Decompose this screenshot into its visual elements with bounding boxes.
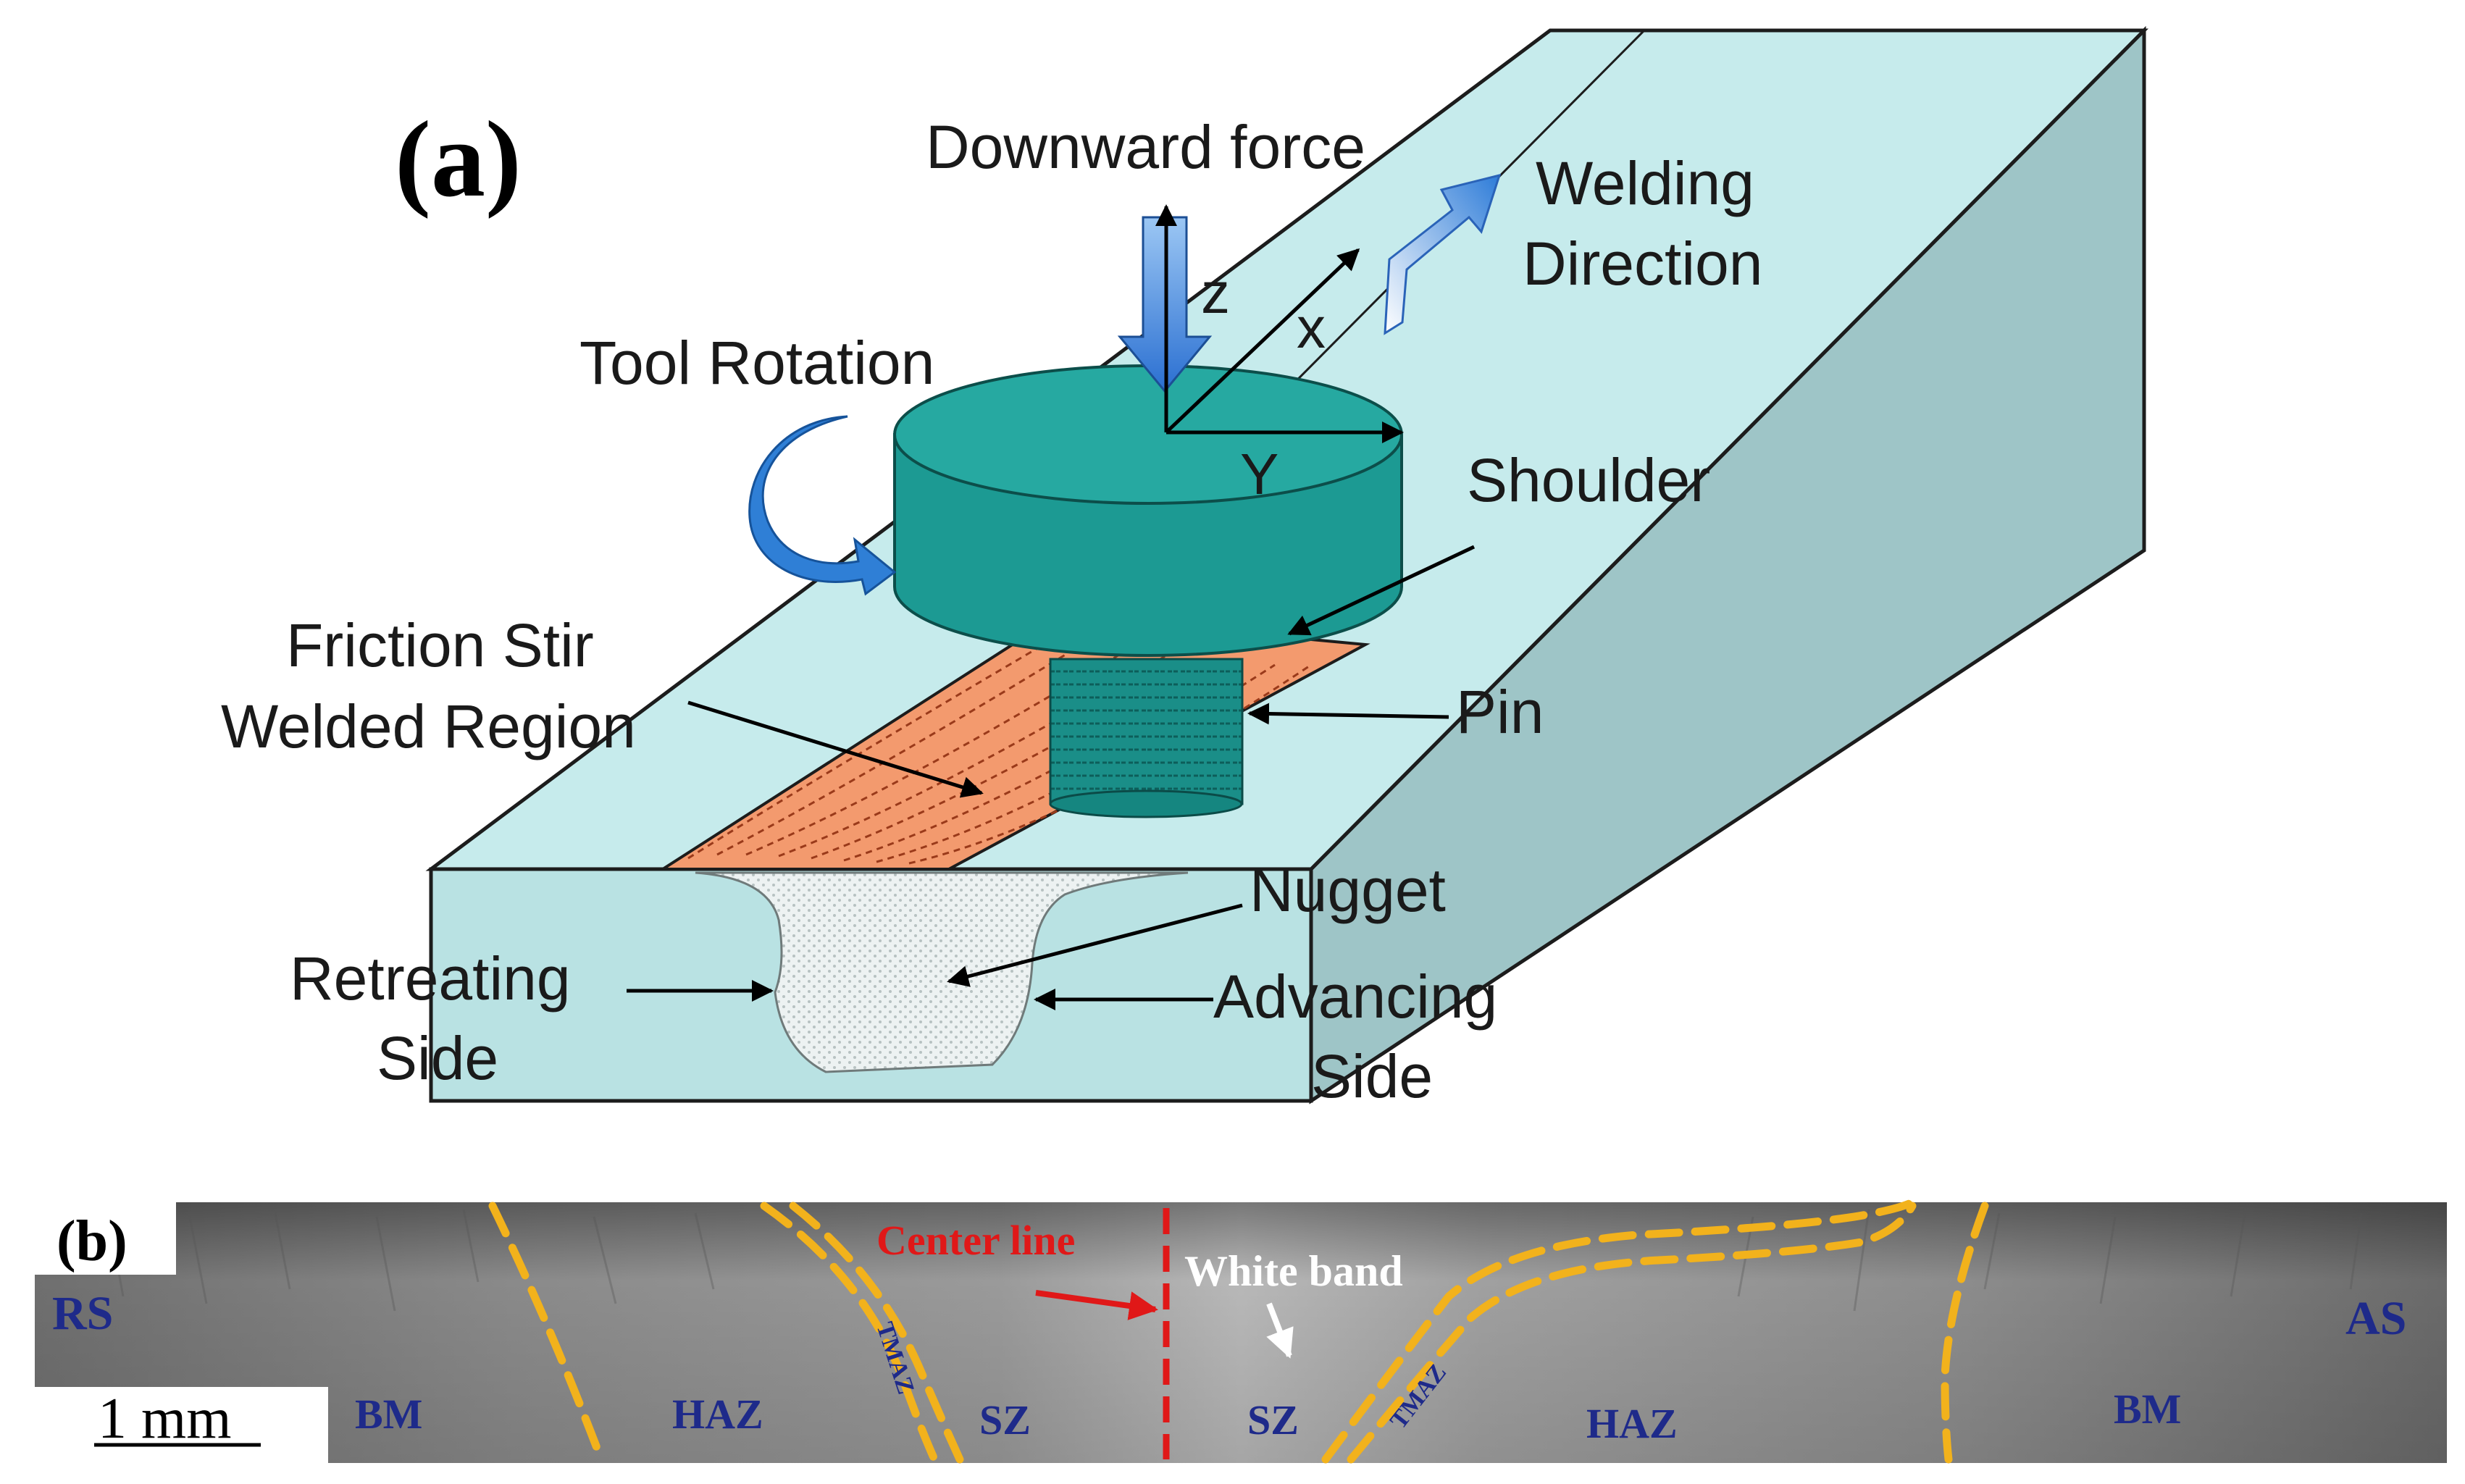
scale-bar-box xyxy=(35,1387,328,1467)
coordinate-axes xyxy=(1155,204,1404,443)
retreating-side-label-1: Retreating xyxy=(290,944,571,1013)
tmaz-boundary-right-outer xyxy=(1321,1198,1917,1464)
bm-right-label: BM xyxy=(2114,1386,2181,1433)
tool-rotation-arrow-icon xyxy=(748,415,897,596)
zone-boundaries xyxy=(488,1198,1989,1464)
tool-pin xyxy=(1049,658,1244,818)
tmaz-boundary-left-inner xyxy=(789,1202,964,1464)
axis-y-label: Y xyxy=(1240,442,1278,506)
rs-label: RS xyxy=(52,1287,113,1340)
axis-x-label: x xyxy=(1297,295,1326,360)
fsw-region-label-2: Welded Region xyxy=(221,692,636,760)
panel-b-label-box xyxy=(35,1202,176,1275)
nugget-leader xyxy=(947,903,1243,987)
sz-right-label: SZ xyxy=(1247,1396,1299,1443)
shoulder-leader xyxy=(1287,545,1476,636)
leader-arrows xyxy=(627,545,1476,1010)
center-line-arrow xyxy=(1035,1290,1158,1320)
welding-direction-arrow-icon xyxy=(1384,173,1502,335)
tool-shoulder xyxy=(893,364,1403,657)
panel-a: (a) Downward force Welding Direction Too… xyxy=(221,25,2149,1110)
welding-direction-label-1: Welding xyxy=(1536,149,1754,217)
scale-bar-label: 1 mm xyxy=(98,1387,231,1451)
panel-b: (b) 1 mm Center line White band RS AS BM… xyxy=(35,1198,2447,1467)
panel-a-label: (a) xyxy=(395,99,522,219)
tmaz-boundary-left-outer xyxy=(760,1202,939,1464)
haz-bm-boundary-left xyxy=(488,1202,606,1464)
haz-right-label: HAZ xyxy=(1586,1400,1678,1447)
retreating-side-label-2: Side xyxy=(377,1024,498,1092)
bm-left-label: BM xyxy=(355,1391,422,1438)
white-band-arrow xyxy=(1266,1302,1294,1359)
center-line-label: Center line xyxy=(876,1217,1075,1264)
haz-left-label: HAZ xyxy=(672,1391,763,1438)
fsw-region-label-1: Friction Stir xyxy=(286,611,594,679)
advancing-side-label-2: Side xyxy=(1311,1042,1433,1110)
fsw-region-leader xyxy=(687,700,984,798)
haz-bm-boundary-right xyxy=(1941,1202,1989,1464)
tmaz-boundary-right-inner xyxy=(1347,1202,1917,1464)
pin-label: Pin xyxy=(1456,678,1544,746)
micrograph xyxy=(35,1202,2447,1463)
shoulder-label: Shoulder xyxy=(1467,446,1710,514)
axis-z-label: z xyxy=(1201,261,1230,325)
nugget-region xyxy=(695,871,1189,1073)
as-label: AS xyxy=(2345,1292,2406,1345)
welding-direction-label-2: Direction xyxy=(1523,230,1762,298)
pin-leader xyxy=(1247,703,1449,725)
panel-b-label: (b) xyxy=(57,1210,127,1273)
downward-force-label: Downward force xyxy=(926,113,1365,181)
advancing-side-label-1: Advancing xyxy=(1213,963,1497,1031)
white-band-label: White band xyxy=(1184,1247,1403,1295)
sz-left-label: SZ xyxy=(979,1396,1031,1443)
tool-rotation-label: Tool Rotation xyxy=(579,329,934,397)
nugget-label: Nugget xyxy=(1250,856,1446,924)
